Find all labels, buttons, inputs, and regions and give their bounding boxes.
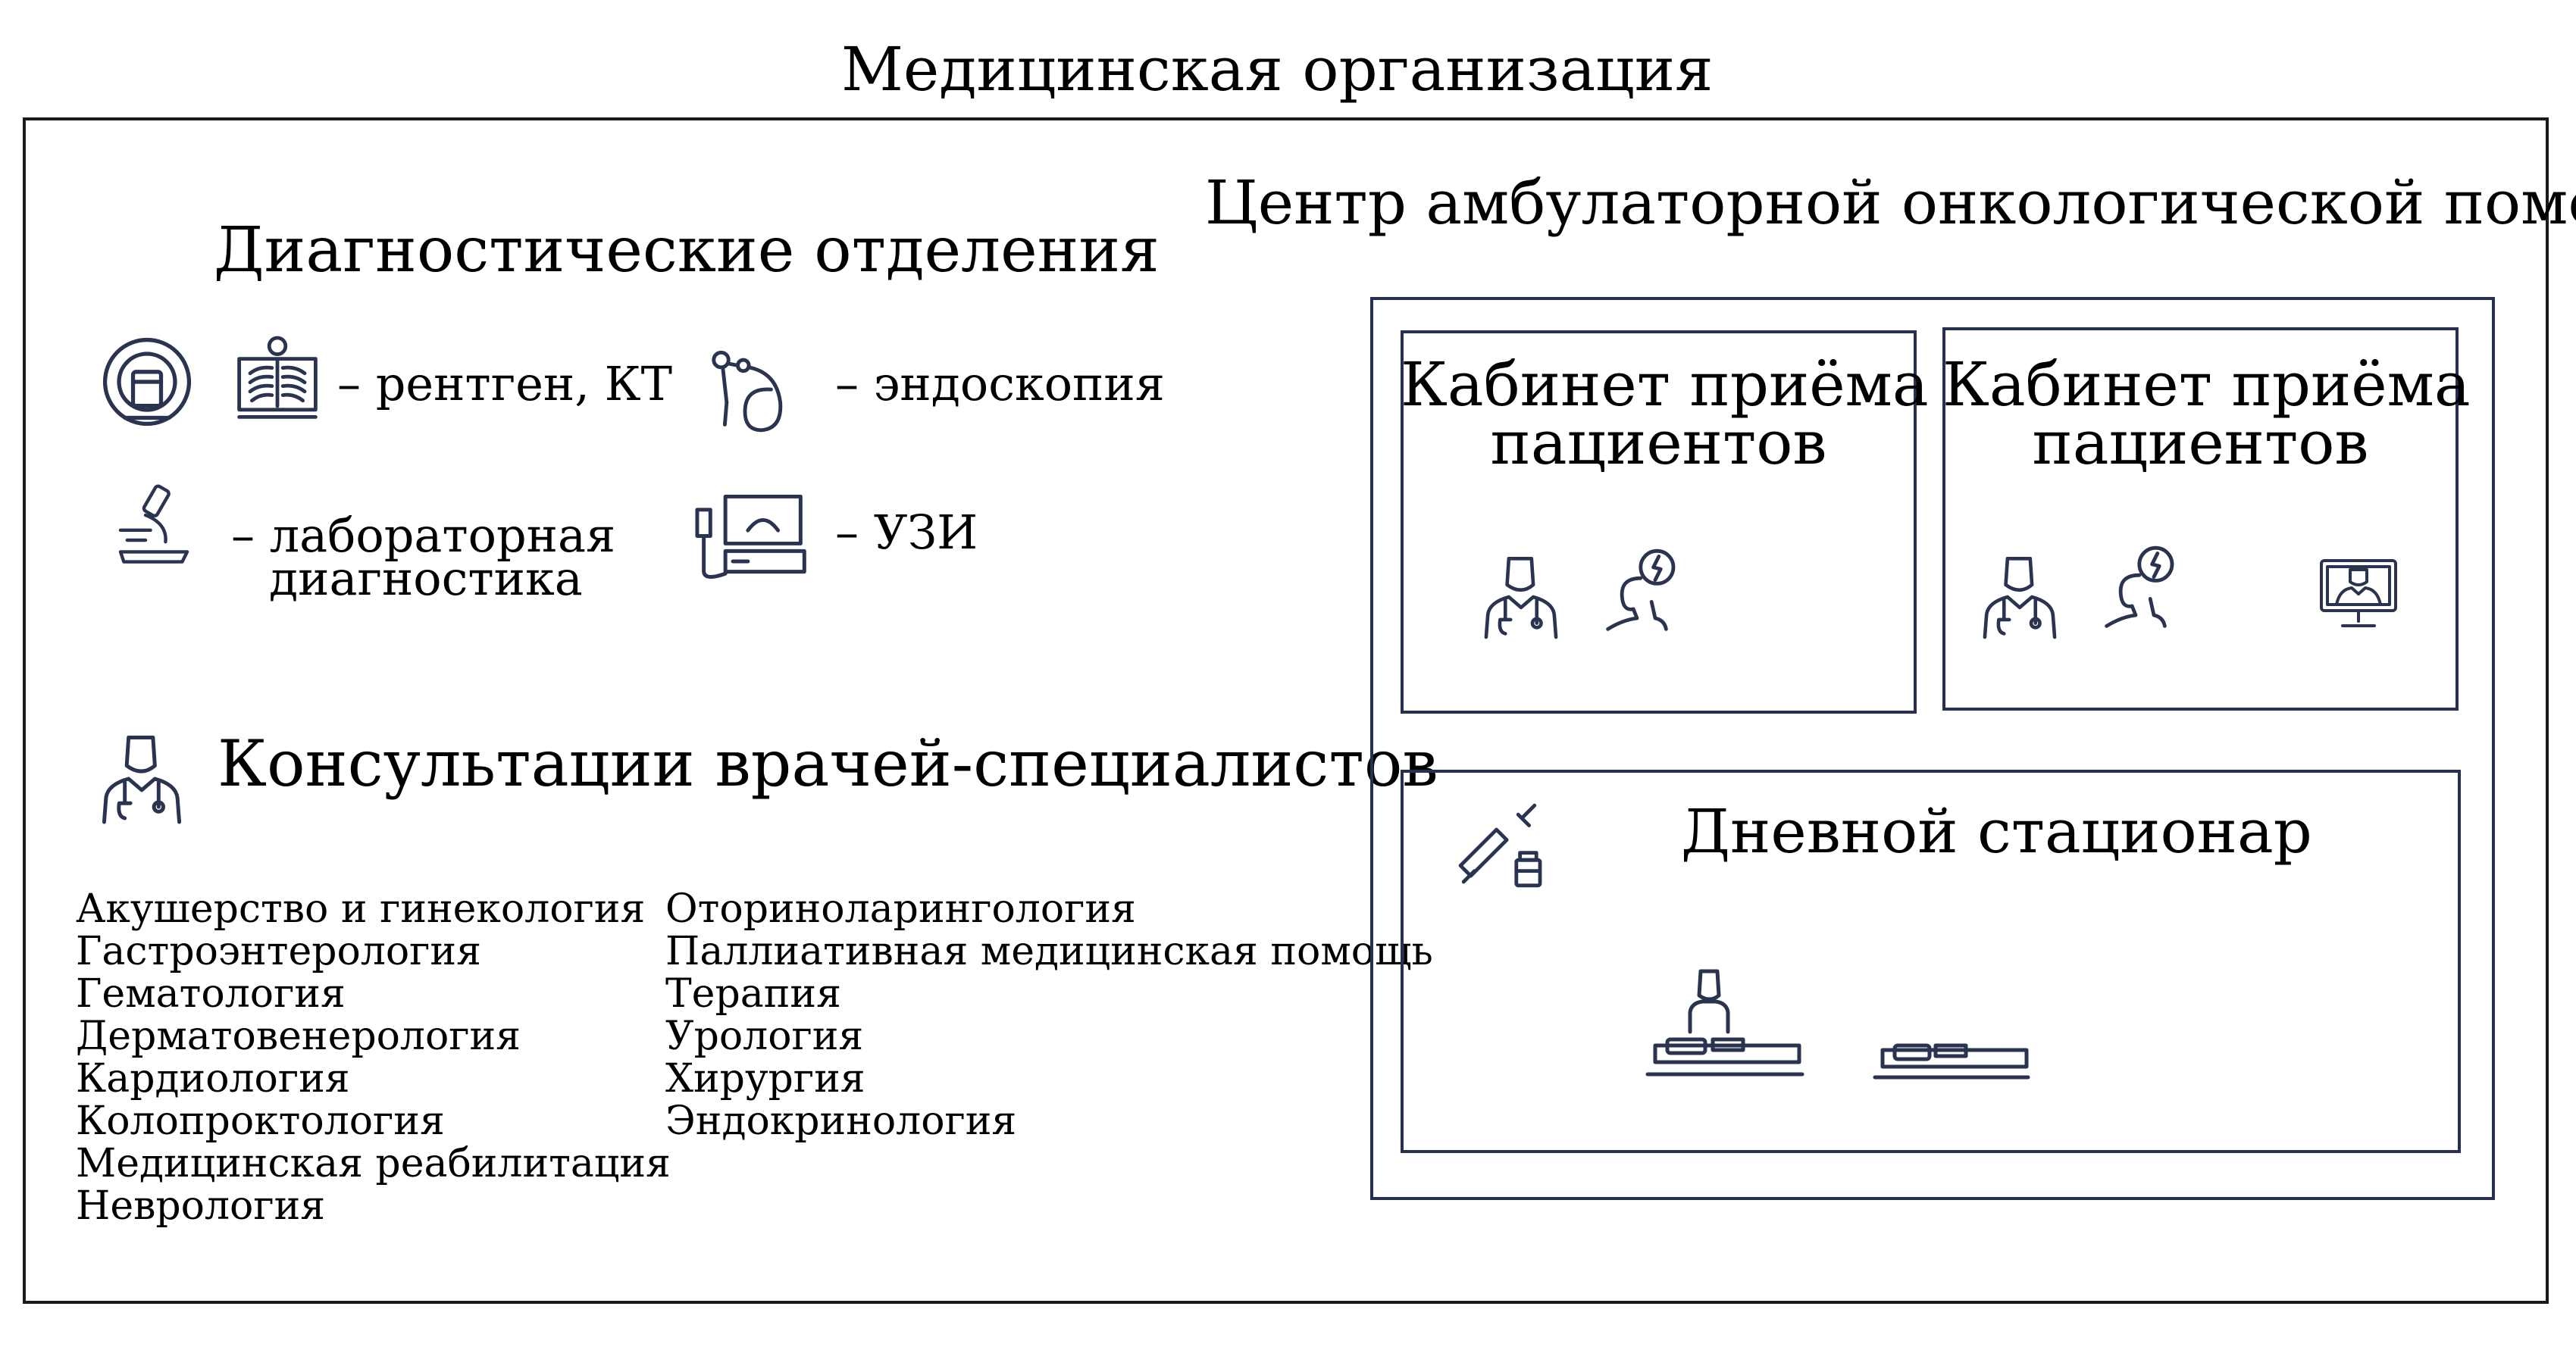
specialty-list-item: Паллиативная медицинская помощь [665, 929, 1433, 974]
oncology-center-title: Центр амбулаторной онкологической помощи [1205, 167, 2576, 238]
day-hospital-title: Дневной стационар [1681, 796, 2312, 867]
specialty-list-item: Терапия [665, 971, 841, 1017]
specialty-list-item: Гастроэнтерология [76, 929, 481, 974]
specialty-list-item: Гематология [76, 971, 346, 1017]
mri-scanner-icon [97, 332, 197, 432]
specialty-list-item: Эндокринология [665, 1099, 1017, 1144]
syringe-vial-icon [1458, 800, 1549, 891]
patient-bed-icon [1645, 967, 1807, 1086]
endoscope-icon [706, 347, 799, 439]
ultrasound-machine-icon [691, 491, 809, 585]
diagnostics-title: Диагностические отделения [214, 214, 1160, 286]
day-hospital-box [1401, 770, 2461, 1153]
xray-ct-label: – рентген, КТ [337, 356, 672, 411]
specialty-list-item: Медицинская реабилитация [76, 1141, 671, 1186]
patient-bed-icon [1872, 1042, 2033, 1086]
patient-pain-icon [2099, 542, 2190, 633]
doctor-icon [99, 732, 185, 826]
oncology-center-frame [1370, 297, 2495, 1200]
specialty-list-item: Акушерство и гинекология [76, 886, 646, 932]
organization-frame [23, 117, 2549, 1304]
lab-diagnostics-label-line1: – лабораторная [231, 508, 616, 563]
specialty-list-item: Неврология [76, 1183, 326, 1229]
doctor-icon [1980, 553, 2060, 641]
cabinet-box [1942, 327, 2459, 711]
lab-diagnostics-label-line2: диагностика [269, 551, 583, 606]
specialty-list-item: Урология [665, 1014, 864, 1059]
specialty-list-item: Колопроктология [76, 1099, 445, 1144]
doctor-icon [1481, 553, 1561, 641]
cabinet-title-line2: пациентов [1490, 408, 1827, 478]
organization-title: Медицинская организация [841, 34, 1714, 105]
specialty-list-item: Оториноларингология [665, 886, 1136, 932]
endoscopy-label: – эндоскопия [835, 356, 1165, 411]
cabinet-title-line2: пациентов [2032, 408, 2369, 478]
cabinet-title-line1: Кабинет приёма [1942, 349, 2471, 420]
cabinet-box [1401, 330, 1917, 714]
patient-pain-icon [1601, 545, 1692, 636]
consultations-title: Консультации врачей-специалистов [218, 727, 1438, 801]
cabinet-title-line1: Кабинет приёма [1401, 349, 1929, 420]
specialty-list-item: Хирургия [665, 1056, 865, 1102]
chest-xray-icon [232, 333, 323, 424]
microscope-icon [112, 482, 196, 565]
specialty-list-item: Кардиология [76, 1056, 350, 1102]
ultrasound-label: – УЗИ [835, 505, 978, 560]
specialty-list-item: Дерматовенерология [76, 1014, 521, 1059]
telemedicine-monitor-icon [2316, 556, 2401, 632]
